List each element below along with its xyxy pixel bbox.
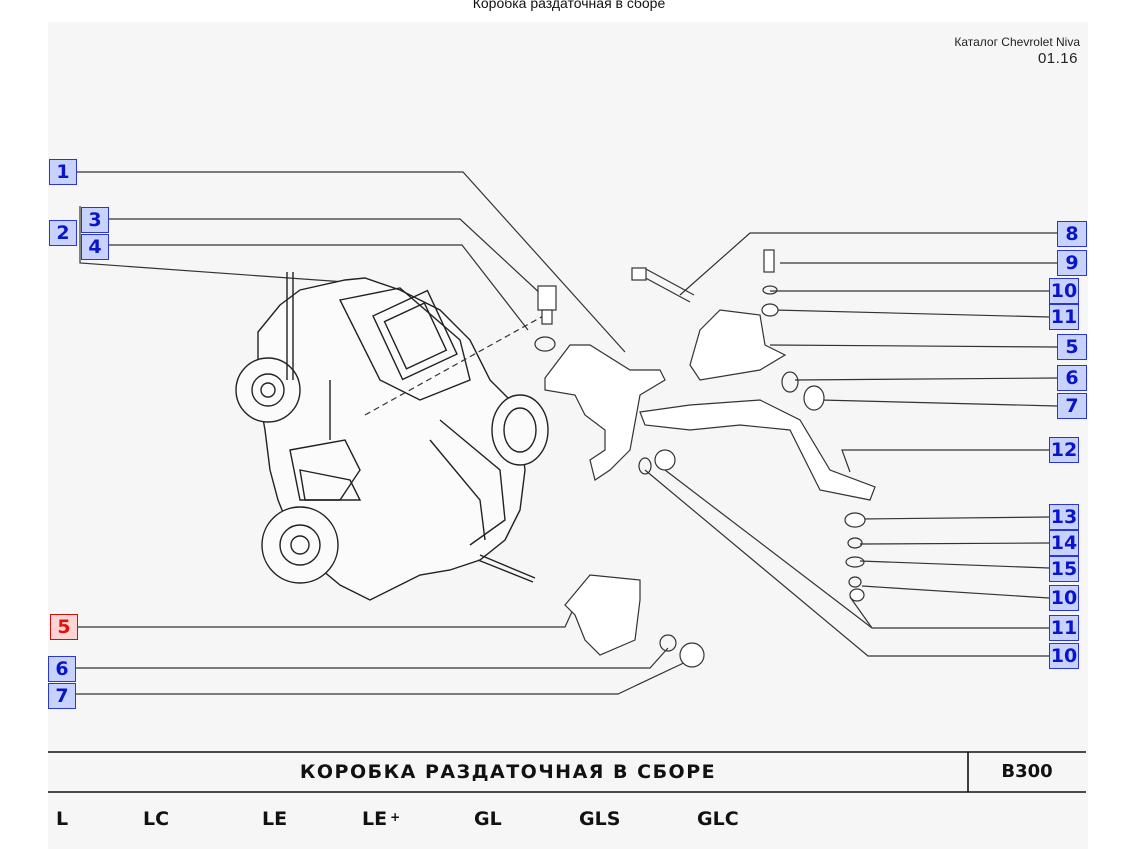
cushion-washer-right — [781, 371, 799, 393]
callout-part-5-selected[interactable]: 5 — [50, 614, 78, 640]
washer-10-stack — [848, 576, 862, 588]
callout-part-4[interactable]: 4 — [81, 234, 109, 260]
callout-part-1[interactable]: 1 — [49, 159, 77, 185]
bracket-part — [544, 344, 666, 481]
callout-part-5-right[interactable]: 5 — [1057, 334, 1087, 360]
nut-11-stack — [849, 588, 865, 602]
leader-lines — [76, 171, 1058, 695]
nut-left — [654, 449, 676, 471]
washer-left — [638, 457, 652, 475]
small-bolt — [763, 249, 775, 273]
seal-ring — [534, 336, 556, 352]
footer-rules — [48, 751, 1086, 793]
callout-part-10-top[interactable]: 10 — [1049, 278, 1079, 304]
callout-part-11-top[interactable]: 11 — [1049, 304, 1079, 330]
model-le-plus-label: LE — [362, 808, 388, 830]
catalog-label: Каталог Chevrolet Niva — [954, 35, 1080, 49]
callout-part-6-right[interactable]: 6 — [1057, 365, 1087, 391]
callout-part-10-low[interactable]: 10 — [1049, 643, 1079, 669]
callout-part-15[interactable]: 15 — [1049, 556, 1079, 582]
model-glc[interactable]: GLC — [697, 808, 739, 830]
callout-part-6-lower[interactable]: 6 — [48, 656, 76, 682]
callout-part-7-lower[interactable]: 7 — [48, 683, 76, 709]
callout-part-2[interactable]: 2 — [49, 220, 77, 246]
callout-part-3[interactable]: 3 — [81, 207, 109, 233]
catalog-sheet — [48, 22, 1088, 849]
model-le[interactable]: LE — [262, 808, 288, 830]
callout-part-9[interactable]: 9 — [1057, 250, 1087, 276]
callout-part-13[interactable]: 13 — [1049, 504, 1079, 530]
callout-part-7-right[interactable]: 7 — [1057, 393, 1087, 419]
washer-part — [762, 285, 778, 295]
crossmember-part — [639, 399, 876, 501]
plus-mark: + — [390, 810, 401, 824]
washer-15 — [845, 556, 865, 568]
support-cushion-right — [689, 309, 787, 381]
callout-part-8[interactable]: 8 — [1057, 221, 1087, 247]
support-cushion-lower — [564, 574, 641, 656]
bolt-part — [631, 267, 695, 303]
cushion-washer-lower — [659, 634, 677, 652]
callout-part-12[interactable]: 12 — [1049, 437, 1079, 463]
cushion-nut-lower — [679, 642, 705, 668]
window-title: Коробка раздаточная в сборе — [472, 0, 666, 11]
sensor-switch — [537, 285, 557, 325]
axis-dashed-line — [364, 314, 546, 416]
transfer-case-assembly — [235, 272, 549, 601]
spacer-14 — [847, 537, 863, 549]
cushion-nut-right — [803, 385, 825, 411]
callout-part-10-mid[interactable]: 10 — [1049, 585, 1079, 611]
callout-part-14[interactable]: 14 — [1049, 530, 1079, 556]
diagram-title: КОРОБКА РАЗДАТОЧНАЯ В СБОРЕ — [299, 761, 717, 783]
model-le-plus[interactable]: LE+ — [362, 808, 400, 830]
page-number: 01.16 — [1037, 50, 1078, 67]
diagram-code: B300 — [1001, 761, 1053, 782]
model-lc[interactable]: LC — [143, 808, 170, 830]
nut-part — [761, 303, 779, 317]
model-l[interactable]: L — [56, 808, 69, 830]
model-gls[interactable]: GLS — [579, 808, 621, 830]
cushion-13 — [844, 512, 866, 528]
callout-part-11-low[interactable]: 11 — [1049, 615, 1079, 641]
model-gl[interactable]: GL — [474, 808, 502, 830]
